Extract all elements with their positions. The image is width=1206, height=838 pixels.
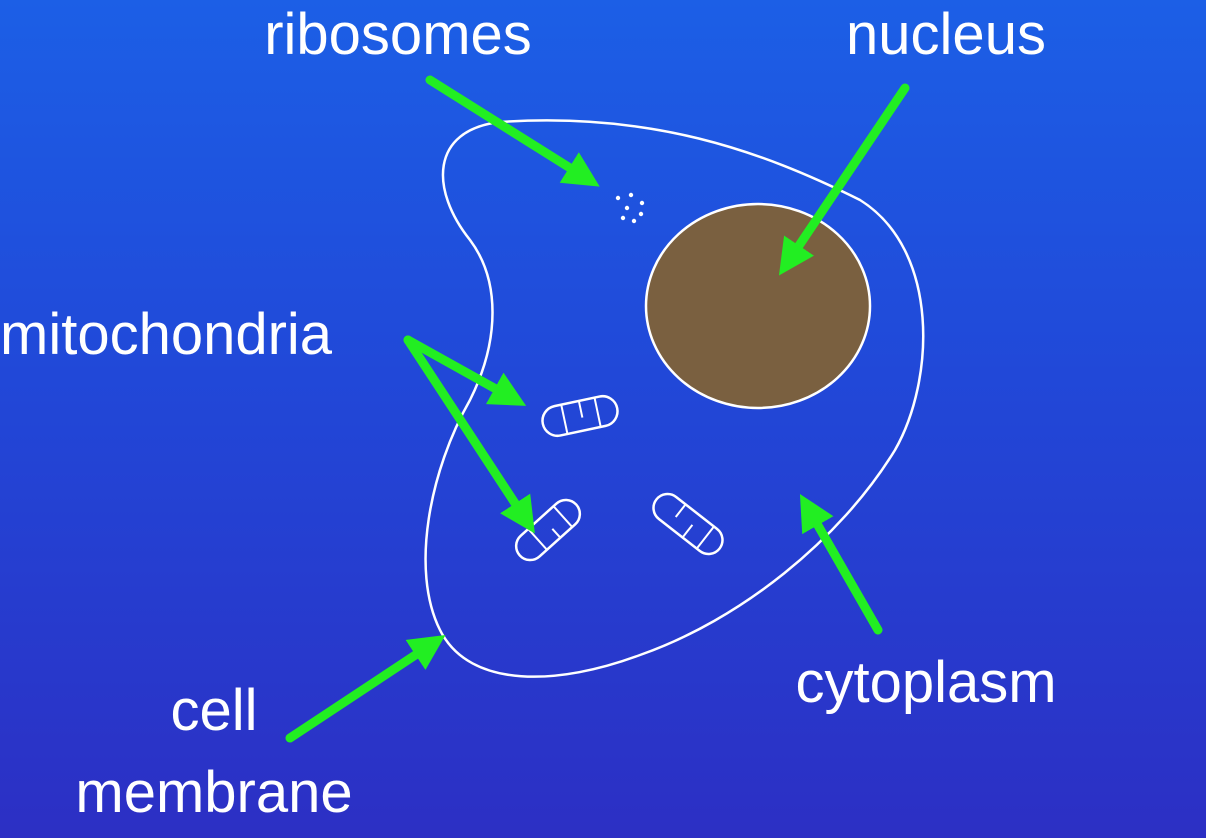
cytoplasm-arrow bbox=[799, 493, 883, 635]
ribosome-dot bbox=[624, 205, 630, 211]
ribosome-dot bbox=[620, 215, 626, 221]
label-cell-line2: membrane bbox=[75, 760, 352, 825]
label-ribosomes: ribosomes bbox=[264, 2, 532, 67]
cell-membrane-outline bbox=[424, 119, 925, 678]
ribosome-dot bbox=[638, 211, 644, 217]
mitochondria-arrow-2 bbox=[403, 335, 535, 534]
nucleus-arrow bbox=[778, 83, 910, 276]
ribosomes-arrow bbox=[425, 75, 600, 187]
label-cytoplasm: cytoplasm bbox=[795, 650, 1056, 715]
ribosome-dot bbox=[615, 195, 621, 201]
ribosome-dots bbox=[615, 192, 645, 224]
label-cell-line1: cell bbox=[170, 678, 257, 743]
cell-membrane-arrow bbox=[285, 635, 446, 743]
nucleus-shape bbox=[644, 202, 872, 410]
mitochondrion-1 bbox=[541, 394, 619, 438]
label-arrows bbox=[285, 75, 910, 743]
ribosome-dot bbox=[639, 200, 645, 206]
ribosome-dot bbox=[631, 218, 637, 224]
mitochondrion-2 bbox=[514, 498, 582, 562]
ribosome-dot bbox=[628, 192, 634, 198]
label-nucleus: nucleus bbox=[846, 2, 1046, 67]
mitochondrion-3 bbox=[652, 492, 724, 556]
label-mitochondria: mitochondria bbox=[0, 302, 333, 367]
mitochondria-arrow-1 bbox=[403, 335, 527, 406]
